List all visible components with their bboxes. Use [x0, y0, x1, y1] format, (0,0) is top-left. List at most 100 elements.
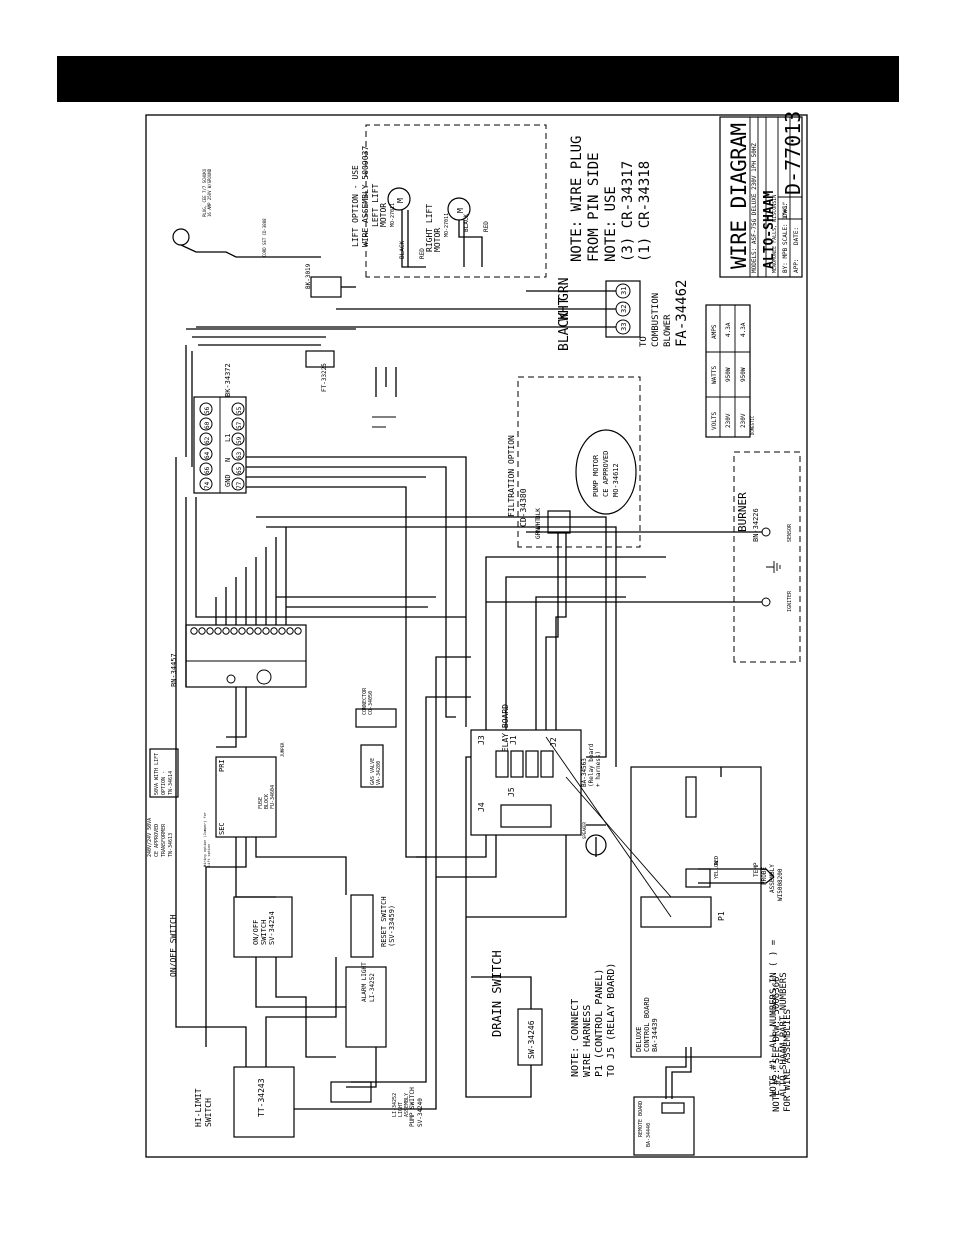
filtration-label: CD-34380 [519, 488, 528, 527]
reset-label: (SV-33459) [388, 905, 396, 947]
remote-label: BA-34440 [646, 1123, 652, 1147]
bn-terminal [190, 627, 198, 635]
terminal [199, 447, 213, 461]
bn-terminal [254, 627, 262, 635]
jack-label: J4 [477, 802, 486, 812]
jack-label: J2 [549, 737, 558, 747]
brand-logo: ALTO-SHAAM [762, 191, 777, 269]
bottom-notes: NOTE #1: ALL NUMBERS IN ( ) = ALTO-SHAAM… [570, 939, 793, 1112]
burner-box [733, 451, 801, 663]
terminal [199, 402, 213, 416]
spec-cell: 230V [740, 413, 747, 428]
bn-terminal [230, 627, 238, 635]
burner-label: BURNER [736, 492, 749, 532]
control-board-label: DELUXE [635, 1027, 643, 1052]
onoff-label: SV-34254 [268, 911, 276, 945]
onoff-switch: ON/OFF SWITCH ON/OFF SWITCH SV-34254 [169, 896, 293, 977]
spec-table: VOLTS WATTS AMPS 230V 950W 4.3A 230V 950… [705, 304, 755, 438]
spec-cell: 4.3A [740, 322, 747, 337]
plug-label: PLUG, CEE 7/7 SCHUKO [202, 168, 207, 217]
terminal [231, 432, 245, 446]
left-lift-label: MO-27011 [390, 203, 396, 227]
filtration-option: FILTRATION OPTION CD-34380 PUMP MOTOR CE… [507, 376, 641, 548]
terminal [231, 477, 245, 491]
note-line: (3) CR-34317 [620, 161, 636, 262]
jack-label: J3 [477, 735, 486, 745]
blower-wire-label: BLACK [557, 312, 572, 351]
control-board-label: CONTROL BOARD [643, 997, 651, 1052]
temp-probe-icon [698, 868, 775, 884]
transformer-label: TN-34613 [168, 833, 174, 857]
igniter-label: IGNITER [787, 590, 793, 612]
terminal-name: N [224, 458, 232, 462]
bn-terminal [198, 627, 206, 635]
relay-board: RELAY BOARD J3 J1 J2 J4 J5 BA-34563 (Rel… [470, 704, 607, 856]
light-label: ASSEMBLY [404, 1093, 410, 1117]
gas-valve-label: VA-34280 [376, 761, 382, 785]
wire-color-label: RED [483, 221, 490, 232]
spec-row-label: DOMESTIC [750, 415, 755, 435]
j5-connector [500, 804, 552, 828]
bn-34457-board: BN-34457 [170, 624, 307, 688]
pump-motor-label: PUMP MOTOR [592, 454, 600, 497]
right-lift-label: MO-27011 [444, 213, 450, 237]
spec-cell: 950W [740, 367, 747, 382]
sec-label: SEC [218, 822, 226, 835]
connect-note: WIRE HARNESS [582, 1005, 593, 1077]
bn-terminal [214, 627, 222, 635]
p1-connector [640, 896, 712, 928]
motor-mark: M [456, 208, 465, 213]
terminal [199, 462, 213, 476]
spec-header: VOLTS [711, 412, 718, 430]
terminal-number: 66 [204, 466, 211, 474]
remote-board: REMOTE BOARD BA-34440 [633, 1047, 695, 1156]
blower-label: BLOWER [663, 314, 673, 347]
dwg-label: DWG: [782, 203, 789, 217]
relay-board-label: RELAY BOARD [501, 704, 510, 757]
temp-probe-label: PROBE [761, 867, 768, 885]
pump-switch-label: SV-34240 [417, 1098, 424, 1127]
left-lift-label: MOTOR [379, 203, 388, 227]
transformer-lift-label: OPTION - [161, 771, 167, 795]
sensor-terminal [761, 527, 771, 537]
wiring-option-label: Wiring option (Jumper) for [203, 812, 207, 867]
by-text: BY: MPB [782, 247, 789, 273]
relay-part-label: BA-34563 [581, 758, 588, 787]
blower-label: FA-34462 [674, 280, 690, 347]
burner-label: BN-34226 [752, 508, 760, 542]
onoff-title: ON/OFF SWITCH [169, 914, 178, 977]
bn-terminal [270, 627, 278, 635]
blower-label: COMBUSTION [651, 293, 661, 347]
note2: FOR WIRE ASSEMBLIES [783, 1009, 793, 1112]
gas-valve: GAS VALVE VA-34280 CONNECTOR CO-34050 [355, 687, 397, 788]
note-line: (1) CR-34318 [637, 161, 653, 262]
reset-label: RESET SWITCH [380, 896, 388, 947]
blower-pin: 33 [620, 323, 628, 331]
spec-cell: 950W [725, 367, 732, 382]
alarm-label: LI-34252 [369, 973, 376, 1002]
connector-label: CONNECTOR [362, 687, 368, 715]
note-line: FROM PIN SIDE [586, 152, 602, 262]
wire-color-label: BLACK [463, 214, 470, 232]
dwg-number: D-77013 [781, 111, 805, 195]
connect-note: NOTE: CONNECT [570, 999, 581, 1077]
blower-pin: 32 [620, 305, 628, 313]
bk-34372-label: BK-34372 [224, 363, 232, 397]
title-text: WIRE DIAGRAM [727, 123, 751, 269]
cord-label: CORD SET CD-3888 [262, 218, 267, 257]
motor-mark: M [396, 198, 405, 203]
ft-33225-block [305, 350, 335, 368]
hi-limit: HI-LIMIT SWITCH TT-34243 PUMP SWITCH SV-… [194, 1066, 424, 1138]
left-lift-label: LEFT LIFT [371, 183, 380, 227]
terminal-number: 63 [236, 451, 243, 459]
lift-option-label: WIRE ASSEMBLY 5009037 [361, 146, 370, 247]
terminal-number: 60 [204, 421, 211, 429]
right-lift-label: MOTOR [433, 228, 442, 252]
lift-option: LIFT OPTION - USE WIRE ASSEMBLY 5009037 … [351, 124, 547, 278]
terminal [231, 447, 245, 461]
app-text: APP: [793, 259, 800, 273]
hilimit-title: SWITCH [204, 1098, 213, 1127]
terminal [231, 462, 245, 476]
burner: BURNER BN-34226 SENSOR IGNITER [486, 451, 801, 663]
